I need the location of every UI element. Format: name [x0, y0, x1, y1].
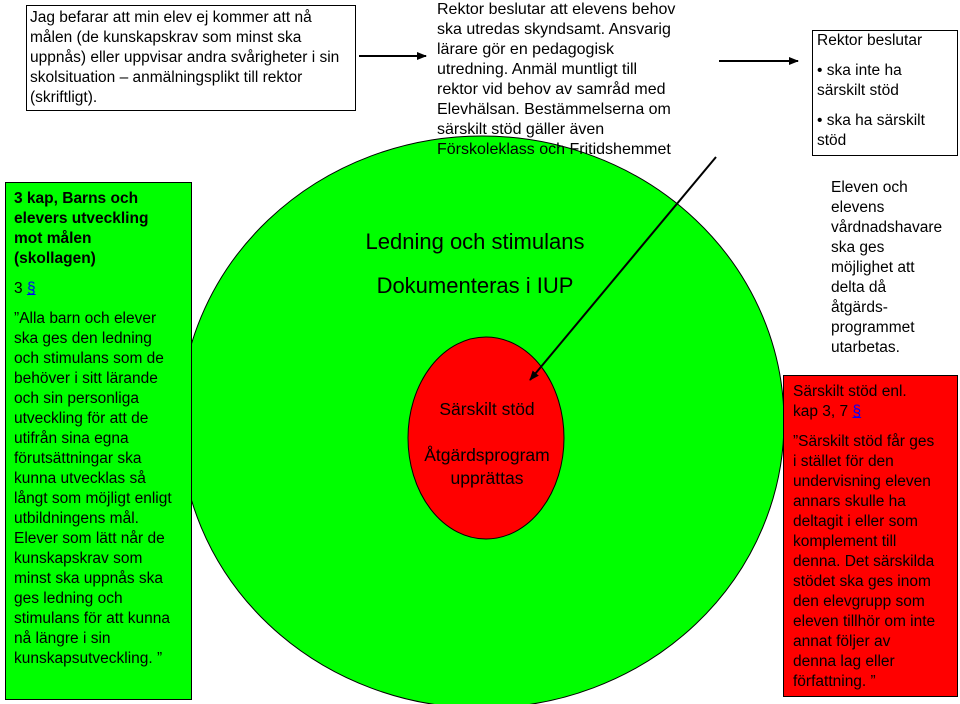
law-quote-line: nå längre i sin: [14, 630, 111, 647]
law-quote-line: förutsättningar ska: [14, 450, 142, 467]
law-quote-line: behöver i sitt lärande: [14, 370, 158, 387]
special-support-heading: Särskilt stöd enl.: [793, 383, 907, 400]
outer-circle-label-1: Ledning och stimulans: [366, 229, 585, 254]
law-quote-line: långt som möjligt enligt: [14, 490, 172, 507]
special-support-chapter: kap 3, 7 §: [793, 402, 948, 422]
decision-option-no: särskilt stöd: [817, 82, 899, 99]
participation-line: elevens: [831, 199, 885, 216]
participation-line: delta då: [831, 279, 887, 296]
participation-line: möjlighet att: [831, 259, 915, 276]
decision-option-yes: • ska ha särskilt: [817, 112, 925, 129]
law-quote-line: kunskapsutveckling. ”: [14, 650, 163, 667]
participation-line: åtgärds-: [831, 299, 888, 316]
outer-circle-label-2: Dokumenteras i IUP: [377, 273, 574, 298]
law-paragraph-link[interactable]: §: [26, 280, 36, 297]
special-support-line: undervisning eleven: [793, 473, 931, 490]
special-support-line: deltagit i eller som: [793, 513, 918, 530]
inner-circle-label-3: upprättas: [451, 468, 524, 488]
notification-line: målen (de kunskapskrav som minst ska: [30, 29, 302, 46]
participation-text: Eleven och elevens vårdnadshavare ska ge…: [831, 178, 959, 358]
investigation-line: ska utredas skyndsamt. Ansvarig: [437, 21, 671, 38]
investigation-line: Rektor beslutar att elevens behov: [437, 1, 676, 18]
special-support-line: denna. Det särskilda: [793, 553, 935, 570]
law-paragraph-number: 3: [14, 280, 23, 297]
participation-line: ska ges: [831, 239, 885, 256]
inner-circle: [407, 336, 565, 540]
law-title-line: (skollagen): [14, 250, 96, 267]
decision-box: Rektor beslutar • ska inte ha särskilt s…: [812, 30, 958, 156]
special-support-line: denna lag eller: [793, 653, 895, 670]
law-quote-box: 3 kap, Barns och elevers utveckling mot …: [5, 182, 192, 700]
special-support-line: annars skulle ha: [793, 493, 906, 510]
special-support-line: eleven tillhör om inte: [793, 613, 936, 630]
decision-option-yes: stöd: [817, 132, 847, 149]
special-support-line: komplement till: [793, 533, 897, 550]
law-quote-line: stimulans för att kunna: [14, 610, 170, 627]
inner-circle-label-2: Åtgärdsprogram: [424, 445, 549, 465]
investigation-line: särskilt stöd gäller även: [437, 121, 605, 138]
law-quote-line: ges ledning och: [14, 590, 123, 607]
arrow-topright-to-inner: [529, 156, 717, 381]
special-support-line: ”Särskilt stöd får ges: [793, 433, 935, 450]
notification-line: uppnås) eller uppvisar andra svårigheter…: [30, 49, 340, 66]
law-title-line: 3 kap, Barns och: [14, 190, 139, 207]
law-quote-line: och stimulans som de: [14, 350, 164, 367]
special-support-chapter-text: kap 3, 7: [793, 403, 849, 420]
investigation-text: Rektor beslutar att elevens behov ska ut…: [437, 0, 707, 160]
investigation-line: Elevhälsan. Bestämmelserna om: [437, 101, 671, 118]
law-quote-line: kunna utvecklas så: [14, 470, 146, 487]
law-quote-line: utbildningens mål.: [14, 510, 139, 527]
participation-line: programmet: [831, 319, 915, 336]
investigation-line: rektor vid behov av samråd med: [437, 81, 666, 98]
notification-box: Jag befarar att min elev ej kommer att n…: [26, 5, 356, 111]
special-support-line: i stället för den: [793, 453, 894, 470]
participation-line: Eleven och: [831, 179, 908, 196]
law-title-line: mot målen: [14, 230, 92, 247]
law-paragraph-ref: 3 §: [14, 279, 183, 299]
special-support-line: författning. ”: [793, 673, 876, 690]
law-quote-line: kunskapskrav som: [14, 550, 143, 567]
investigation-line: utredning. Anmäl muntligt till: [437, 61, 638, 78]
decision-heading: Rektor beslutar: [817, 32, 923, 49]
investigation-line: Förskoleklass och Fritidshemmet: [437, 141, 671, 158]
special-support-paragraph-link[interactable]: §: [852, 403, 862, 420]
special-support-line: den elevgrupp som: [793, 593, 925, 610]
investigation-line: lärare gör en pedagogisk: [437, 41, 615, 58]
law-quote-line: utifrån sina egna: [14, 430, 129, 447]
law-quote-line: minst ska uppnås ska: [14, 570, 164, 587]
law-quote-body: ”Alla barn och elever ska ges den lednin…: [14, 309, 183, 669]
decision-option-no: • ska inte ha: [817, 62, 902, 79]
law-title: 3 kap, Barns och elevers utveckling mot …: [14, 189, 183, 269]
special-support-line: stödet ska ges inom: [793, 573, 931, 590]
notification-line: (skriftligt).: [30, 89, 98, 106]
special-support-line: annat följer av: [793, 633, 891, 650]
law-quote-line: ”Alla barn och elever: [14, 310, 157, 327]
notification-line: Jag befarar att min elev ej kommer att n…: [30, 9, 312, 26]
law-quote-line: ska ges den ledning: [14, 330, 152, 347]
law-quote-line: och sin personliga: [14, 390, 139, 407]
law-title-line: elevers utveckling: [14, 210, 149, 227]
special-support-quote: ”Särskilt stöd får ges i stället för den…: [793, 432, 948, 692]
special-support-box: Särskilt stöd enl. kap 3, 7 § ”Särskilt …: [783, 375, 958, 697]
participation-line: utarbetas.: [831, 339, 900, 356]
law-quote-line: utveckling för att de: [14, 410, 149, 427]
participation-line: vårdnadshavare: [831, 219, 943, 236]
notification-line: skolsituation – anmälningsplikt till rek…: [30, 69, 303, 86]
law-quote-line: Elever som lätt når de: [14, 530, 165, 547]
inner-circle-label-1: Särskilt stöd: [439, 399, 534, 419]
